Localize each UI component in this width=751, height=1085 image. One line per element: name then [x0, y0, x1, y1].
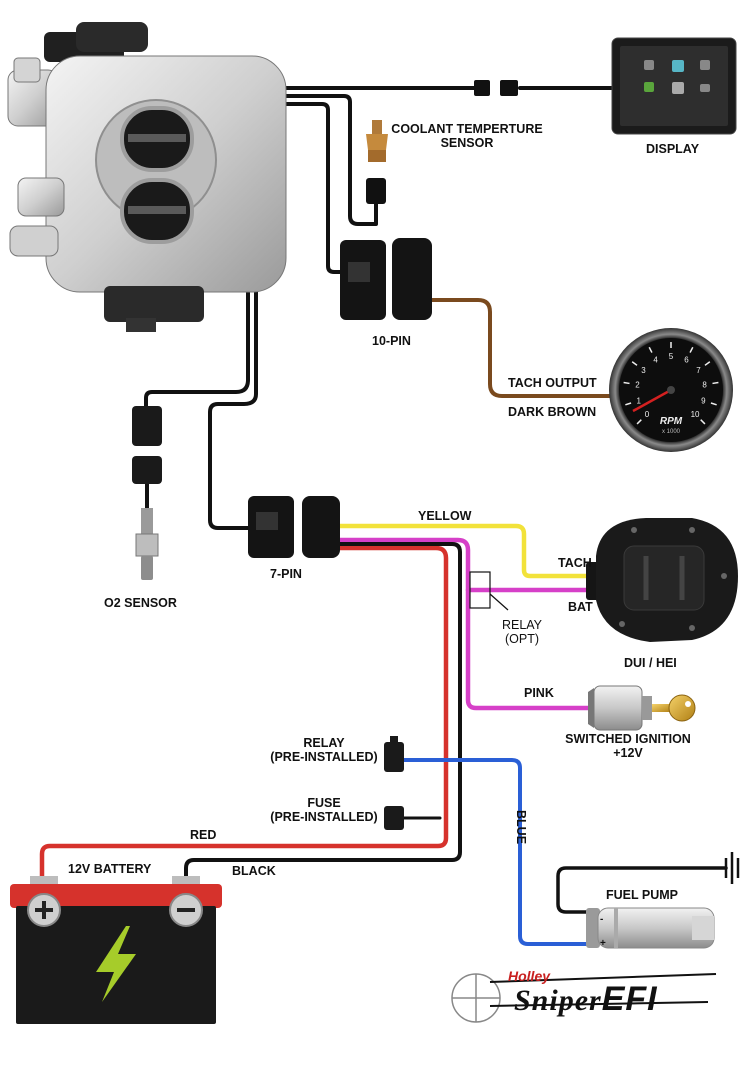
wire-brown: [428, 298, 614, 398]
relay-pre-installed: [384, 736, 404, 772]
gauge-number: 10: [691, 410, 700, 419]
o2-sensor-part: [132, 406, 162, 580]
gauge-number: 6: [684, 356, 689, 365]
tach-gauge: 01 234 5 678 910 RPM x 1000: [609, 328, 733, 452]
gauge-number: 0: [645, 410, 650, 419]
tach-label: TACH: [558, 556, 592, 570]
blue-label: BLUE: [514, 810, 528, 845]
relay-pre-label: RELAY (PRE-INSTALLED): [262, 736, 386, 764]
display-unit: [474, 37, 737, 135]
fuse-pre-text: FUSE (PRE-INSTALLED): [270, 796, 378, 824]
gauge-rpm-sub: x 1000: [662, 429, 681, 435]
wires: [39, 86, 728, 946]
tach-output-label: TACH OUTPUT: [508, 376, 597, 390]
efi-word: EFI: [601, 980, 658, 1018]
gauge-number: 9: [701, 397, 706, 406]
battery-label: 12V BATTERY: [68, 862, 152, 876]
fuel-pump-label: FUEL PUMP: [606, 888, 678, 902]
gauge-tick: [636, 419, 642, 425]
fuel-pump: - +: [586, 907, 715, 949]
dark-brown-label: DARK BROWN: [508, 405, 597, 419]
gauge-tick: [700, 419, 706, 425]
red-label: RED: [190, 828, 217, 842]
sniper-word: Sniper: [514, 984, 602, 1017]
gauge-tick: [648, 346, 653, 353]
gauge-ticks: 01 234 5 678 910: [623, 342, 719, 425]
wire-black: [184, 542, 462, 880]
battery: [10, 876, 222, 1024]
ten-pin-label: 10-PIN: [372, 334, 411, 348]
pink-label: PINK: [524, 686, 554, 700]
relay-opt-label: RELAY (OPT): [492, 618, 552, 646]
svg-text:+: +: [600, 938, 606, 949]
gauge-number: 2: [635, 381, 640, 390]
gauge-tick: [710, 402, 717, 406]
gauge-number: 3: [641, 366, 646, 375]
holley-brand: Holley: [508, 968, 551, 984]
dui-hei-label: DUI / HEI: [624, 656, 677, 670]
sniper-efi-logo: [451, 973, 717, 1023]
sniper-wordmark: SniperEFI: [514, 980, 658, 1019]
gauge-number: 1: [636, 397, 641, 406]
bat-label: BAT: [568, 600, 593, 614]
gauge-number: 8: [702, 381, 707, 390]
wire-pump-ground: [556, 866, 728, 914]
ten-pin-connector: [340, 238, 432, 320]
gauge-tick: [712, 381, 719, 385]
wire-harness-main: [144, 128, 250, 410]
display-label: DISPLAY: [646, 142, 700, 156]
gauge-number: 7: [696, 366, 701, 375]
ground-symbol-icon: [724, 852, 740, 884]
wire-blue: [402, 758, 592, 946]
bolt-icon: [96, 926, 136, 1002]
gauge-number: 5: [669, 352, 674, 361]
distributor: [586, 518, 738, 642]
switched-ignition-text: SWITCHED IGNITION +12V: [565, 732, 691, 760]
relay-opt-text: RELAY (OPT): [501, 618, 543, 646]
yellow-label: YELLOW: [418, 509, 472, 523]
gauge-rpm-label: RPM: [660, 416, 683, 427]
coolant-sensor-label: COOLANT TEMPERTURE SENSOR: [388, 122, 546, 150]
wire-pink: [335, 537, 591, 711]
o2-sensor-label: O2 SENSOR: [104, 596, 177, 610]
relay-pre-text: RELAY (PRE-INSTALLED): [270, 736, 378, 764]
black-label: BLACK: [232, 864, 276, 878]
seven-pin-connector: [248, 496, 340, 558]
fuse-pre-label: FUSE (PRE-INSTALLED): [262, 796, 386, 824]
gauge-tick: [631, 361, 638, 366]
switched-ignition-label: SWITCHED IGNITION +12V: [560, 732, 696, 760]
wire-harness-7pin: [208, 128, 258, 530]
coolant-sensor: [366, 120, 388, 204]
gauge-number: 4: [653, 356, 658, 365]
relay-opt-marker: [469, 571, 509, 611]
coolant-sensor-text: COOLANT TEMPERTURE SENSOR: [391, 122, 543, 150]
throttle-body: [7, 22, 287, 332]
gauge-tick: [704, 361, 711, 366]
gauge-tick: [623, 381, 630, 385]
wire-yellow: [335, 523, 601, 579]
ignition-switch: [588, 685, 696, 731]
fuse-pre-installed: [384, 806, 404, 830]
gauge-tick: [689, 346, 694, 353]
wire-red: [39, 545, 449, 881]
gauge-tick: [625, 402, 632, 406]
gauge-needle: [632, 388, 672, 413]
svg-text:-: -: [600, 914, 603, 925]
seven-pin-label: 7-PIN: [270, 567, 302, 581]
